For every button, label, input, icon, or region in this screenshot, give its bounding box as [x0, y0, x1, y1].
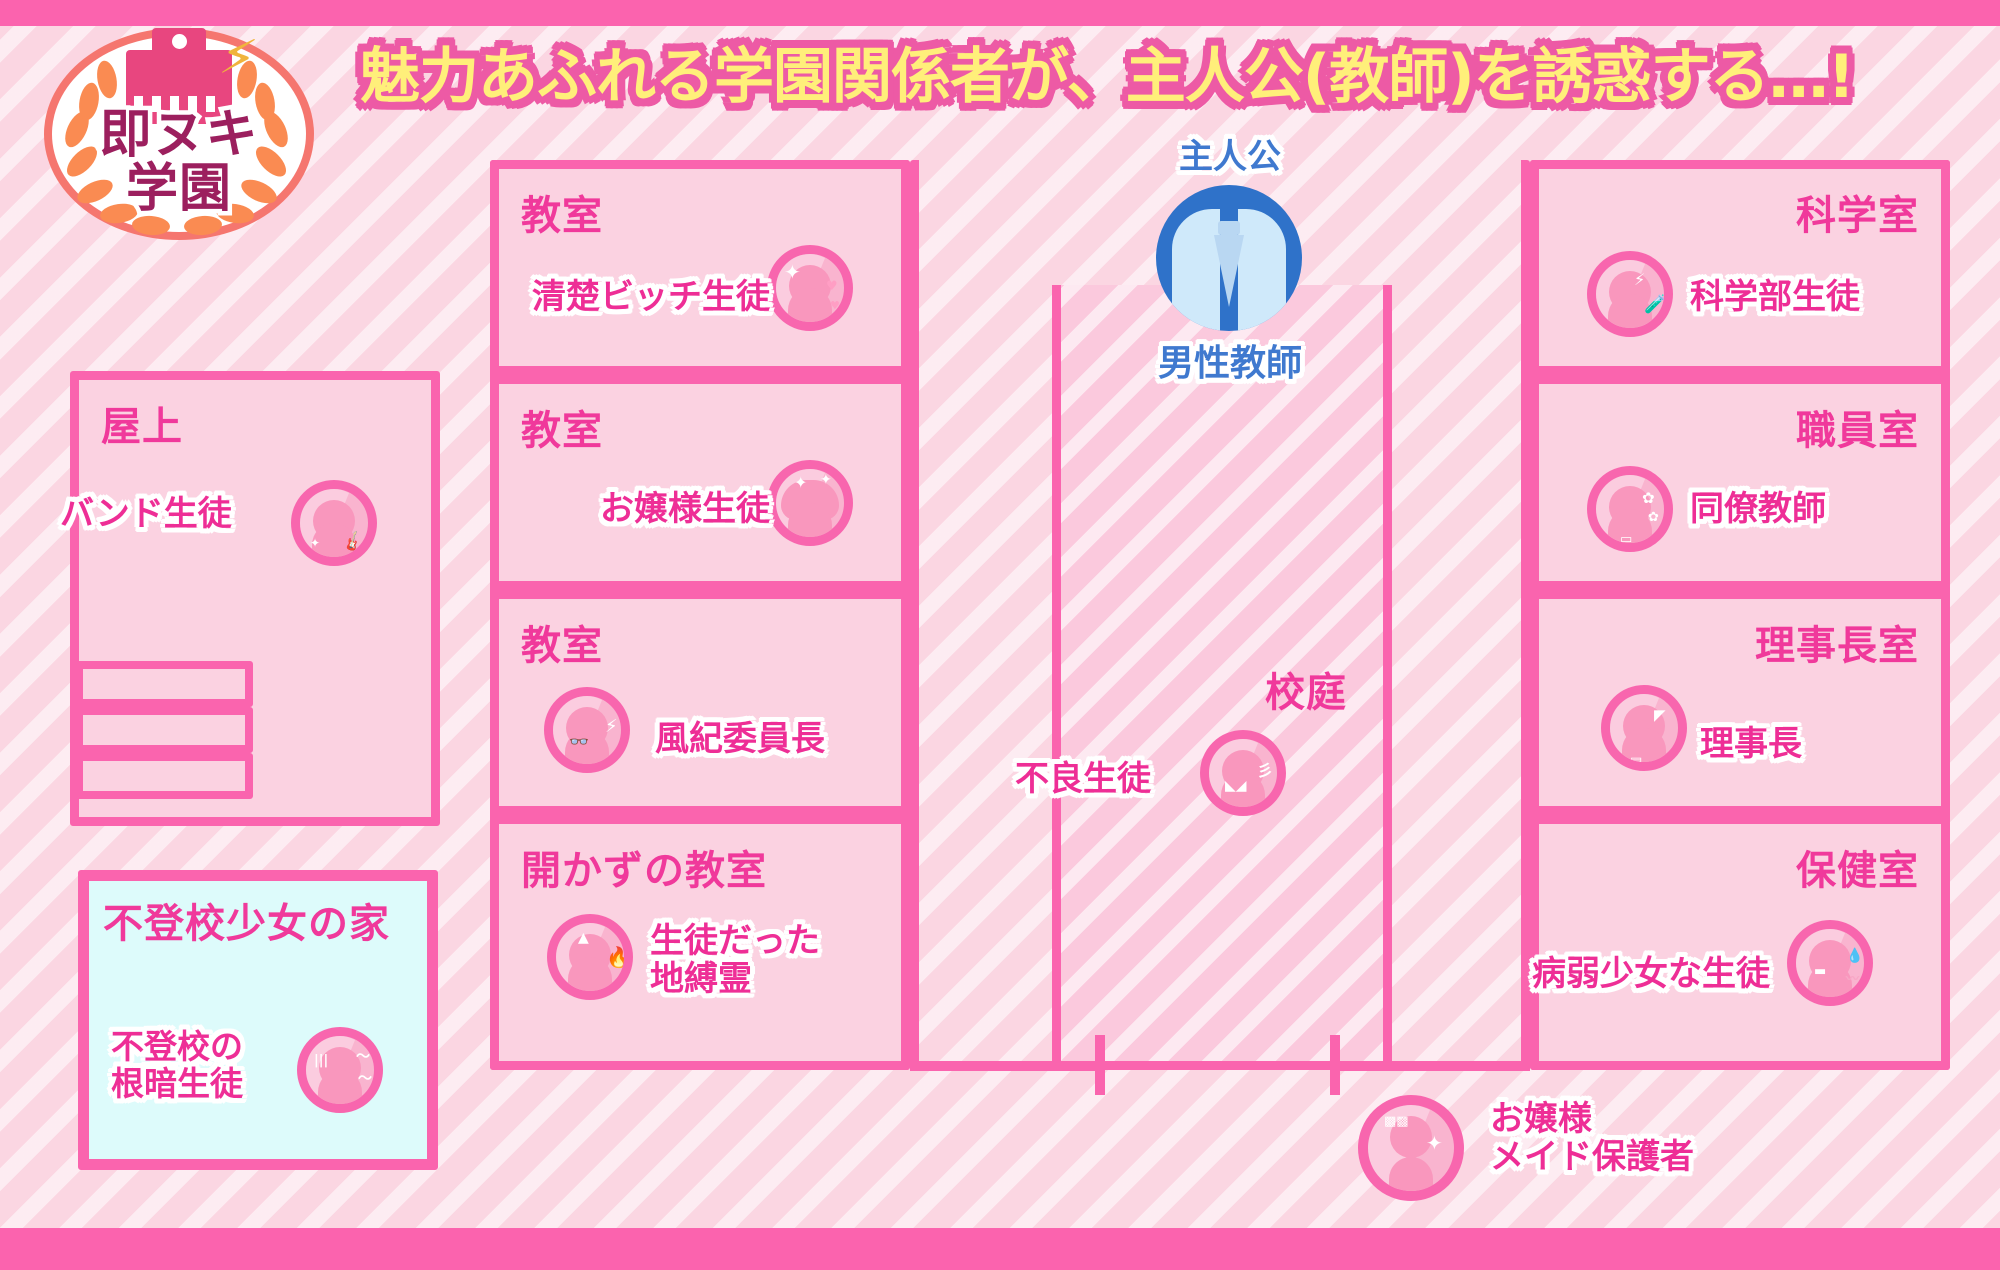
room-title-science: 科学室 [1796, 193, 1919, 239]
male-teacher-suit-tie-icon[interactable] [1156, 185, 1302, 331]
character-label-chairman: 理事長 [1700, 724, 1802, 764]
game-logo: ⚡ 即ヌキ 学園 [34, 26, 324, 241]
room-classroom-3[interactable]: 教室 👓 ⚡ [490, 590, 910, 815]
room-nurse[interactable]: 保健室 ▬ 💧 〰 [1530, 815, 1950, 1070]
room-chairman[interactable]: 理事長室 ◤ ▤ [1530, 590, 1950, 815]
chairman-icon[interactable]: ◤ ▤ [1601, 685, 1687, 771]
pure-bitch-student-icon[interactable]: ✦ ♥ ♥ [767, 245, 853, 331]
room-title-truant-house: 不登校少女の家 [103, 901, 390, 947]
room-truant-house[interactable]: 不登校少女の家 〜 〜 ||| 不登校の 根暗生徒 [78, 870, 438, 1170]
room-title-schoolyard: 校庭 [1265, 670, 1347, 716]
lightning-bolt-icon: ⚡ [216, 25, 261, 91]
delinquent-student-icon[interactable]: ◣◢ 彡 [1200, 730, 1286, 816]
bottom-banner-bar [0, 1228, 2000, 1270]
character-label-ghost-student: 生徒だった 地縛霊 [650, 921, 820, 1000]
room-title-nurse: 保健室 [1796, 848, 1919, 894]
corridor-bottom-wall-left [910, 1062, 1100, 1071]
character-label-band-student: バンド生徒 [60, 494, 232, 534]
ojou-student-icon[interactable]: ✦ ✦ [767, 460, 853, 546]
maid-guardian-icon[interactable]: ▩▩ ✦ [1358, 1095, 1464, 1201]
stair-step-2 [75, 707, 253, 753]
character-label-delinquent-student: 不良生徒 [1015, 759, 1151, 799]
page-title: 魅力あふれる学園関係者が、主人公(教師)を誘惑する…! [360, 42, 1855, 112]
character-label-pure-bitch-student: 清楚ビッチ生徒 [532, 277, 770, 317]
room-staff[interactable]: 職員室 ✿ ✿ ▭ [1530, 375, 1950, 590]
room-science[interactable]: 科学室 ⚡ 🧪 [1530, 160, 1950, 375]
colleague-teacher-icon[interactable]: ✿ ✿ ▭ [1587, 466, 1673, 552]
protagonist-badge: 主人公 [1179, 137, 1281, 177]
building-windows [134, 96, 224, 112]
room-title-classroom-2: 教室 [521, 408, 603, 454]
corridor-door-left [1095, 1035, 1105, 1095]
room-rooftop[interactable]: 屋上 🎸 ✦ [70, 371, 440, 826]
protagonist-name: 男性教師 [1157, 343, 1302, 384]
room-classroom-1[interactable]: 教室 ✦ ♥ ♥ [490, 160, 910, 375]
clock-icon [172, 34, 187, 49]
room-title-classroom-1: 教室 [521, 193, 603, 239]
character-label-prefect-student: 風紀委員長 [655, 719, 825, 759]
science-club-student-icon[interactable]: ⚡ 🧪 [1587, 251, 1673, 337]
room-title-chairman: 理事長室 [1755, 623, 1919, 669]
schoolyard-area[interactable] [1052, 285, 1392, 1070]
sickly-girl-student-icon[interactable]: ▬ 💧 〰 [1787, 920, 1873, 1006]
band-student-icon[interactable]: 🎸 ✦ [291, 480, 377, 566]
stair-step-3 [75, 753, 253, 799]
room-classroom-2[interactable]: 教室 ✦ ✦ [490, 375, 910, 590]
prefect-student-icon[interactable]: 👓 ⚡ [544, 687, 630, 773]
character-label-maid-guardian: お嬢様 メイド保護者 [1490, 1099, 1694, 1178]
character-label-colleague-teacher: 同僚教師 [1690, 489, 1826, 529]
character-label-truant-student: 不登校の 根暗生徒 [111, 1027, 243, 1103]
room-title-classroom-3: 教室 [521, 623, 603, 669]
logo-line-1: 即ヌキ [95, 101, 262, 170]
school-building-icon [126, 28, 232, 124]
character-label-sickly-student: 病弱少女な生徒 [1532, 954, 1770, 994]
room-title-staff: 職員室 [1796, 408, 1919, 454]
truant-gloomy-student-icon[interactable]: 〜 〜 ||| [297, 1027, 383, 1113]
corridor-bottom-wall-right [1330, 1062, 1530, 1071]
ghost-student-icon[interactable]: ▲ 🔥 [547, 914, 633, 1000]
room-sealed-classroom[interactable]: 開かずの教室 ▲ 🔥 [490, 815, 910, 1070]
stair-step-1 [75, 661, 253, 707]
character-label-science-student: 科学部生徒 [1690, 277, 1860, 317]
character-label-ojou-student: お嬢様生徒 [600, 489, 770, 529]
room-title-rooftop: 屋上 [101, 404, 183, 450]
logo-line-2: 学園 [121, 155, 235, 224]
top-banner-bar [0, 0, 2000, 26]
room-title-sealed-classroom: 開かずの教室 [521, 848, 767, 894]
